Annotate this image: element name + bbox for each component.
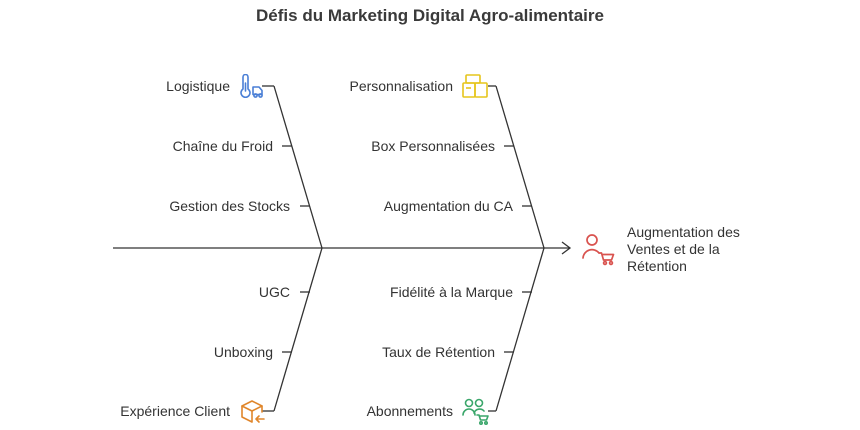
category-personnalisation: Personnalisation <box>349 78 453 94</box>
cause-fidelite: Fidélité à la Marque <box>390 284 513 300</box>
person-cart-icon <box>582 234 615 266</box>
bone-top-right <box>495 85 545 249</box>
cause-augmentation-ca: Augmentation du CA <box>383 198 513 214</box>
open-box-icon <box>241 400 265 423</box>
cause-chaine-froid: Chaîne du Froid <box>172 138 273 154</box>
category-logistique: Logistique <box>166 78 230 94</box>
bone-bottom-right <box>495 247 545 412</box>
cause-gestion-stocks: Gestion des Stocks <box>169 198 290 214</box>
diagram-title: Défis du Marketing Digital Agro-alimenta… <box>256 6 604 25</box>
box-stack-icon <box>462 74 488 98</box>
category-experience-client: Expérience Client <box>120 403 230 419</box>
cause-box-perso: Box Personnalisées <box>371 138 495 154</box>
spine-arrowhead <box>561 241 572 255</box>
cause-retention: Taux de Rétention <box>382 344 495 360</box>
category-abonnements: Abonnements <box>366 403 453 419</box>
bone-bottom-left <box>273 247 323 412</box>
cause-ugc: UGC <box>258 284 290 300</box>
people-cart-icon <box>462 398 489 425</box>
cause-unboxing: Unboxing <box>213 344 273 360</box>
bone-top-left <box>273 85 323 249</box>
thermometer-truck-icon <box>240 74 263 98</box>
effect-label: Augmentation des Ventes et de la Rétenti… <box>627 224 740 274</box>
